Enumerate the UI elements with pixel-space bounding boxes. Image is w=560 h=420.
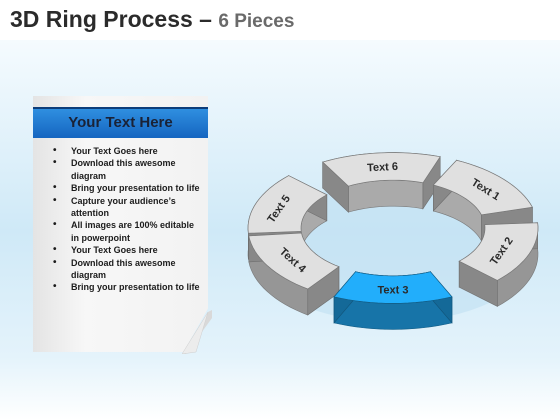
- bullet-item: Download this awesome diagram: [51, 157, 201, 182]
- ring-segment-top-face: [322, 152, 441, 187]
- page-curl-icon: [182, 310, 212, 354]
- ring-segment-4: Text 4: [248, 232, 340, 316]
- ring-segment-top-face: [458, 222, 539, 281]
- bullet-item: Your Text Goes here: [51, 145, 201, 158]
- ring-segment-top-face: [248, 232, 340, 290]
- bullet-item: Bring your presentation to life: [51, 182, 201, 195]
- bullet-item: Download this awesome diagram: [51, 257, 201, 282]
- page-title-sub: 6 Pieces: [218, 11, 295, 32]
- card-header: Your Text Here: [33, 107, 208, 138]
- text-card: Your Text Here Your Text Goes here Downl…: [33, 96, 208, 352]
- bullet-item: Bring your presentation to life: [51, 281, 201, 294]
- bullet-item: Capture your audience’s attention: [51, 195, 201, 220]
- ring-segment-6: Text 6: [322, 152, 441, 213]
- ring-segment-top-face: [432, 159, 533, 216]
- title-bar: 3D Ring Process – 6 Pieces: [0, 0, 560, 40]
- ring-segment-top-face: [333, 271, 453, 304]
- ring-segment-3: Text 3: [333, 270, 453, 330]
- page-title-main: 3D Ring Process –: [10, 6, 212, 32]
- ring-segment-label: Text 3: [378, 285, 409, 297]
- bullet-item: Your Text Goes here: [51, 244, 201, 257]
- bullet-item: All images are 100% editable in powerpoi…: [51, 219, 201, 244]
- ring-segment-label: Text 6: [367, 161, 398, 174]
- ring-segment-top-face: [247, 175, 328, 234]
- bullet-list: Your Text Goes here Download this awesom…: [33, 145, 201, 294]
- card-heading: Your Text Here: [68, 114, 173, 131]
- ring-segment-2: Text 2: [458, 222, 539, 307]
- page-title: 3D Ring Process – 6 Pieces: [10, 6, 294, 33]
